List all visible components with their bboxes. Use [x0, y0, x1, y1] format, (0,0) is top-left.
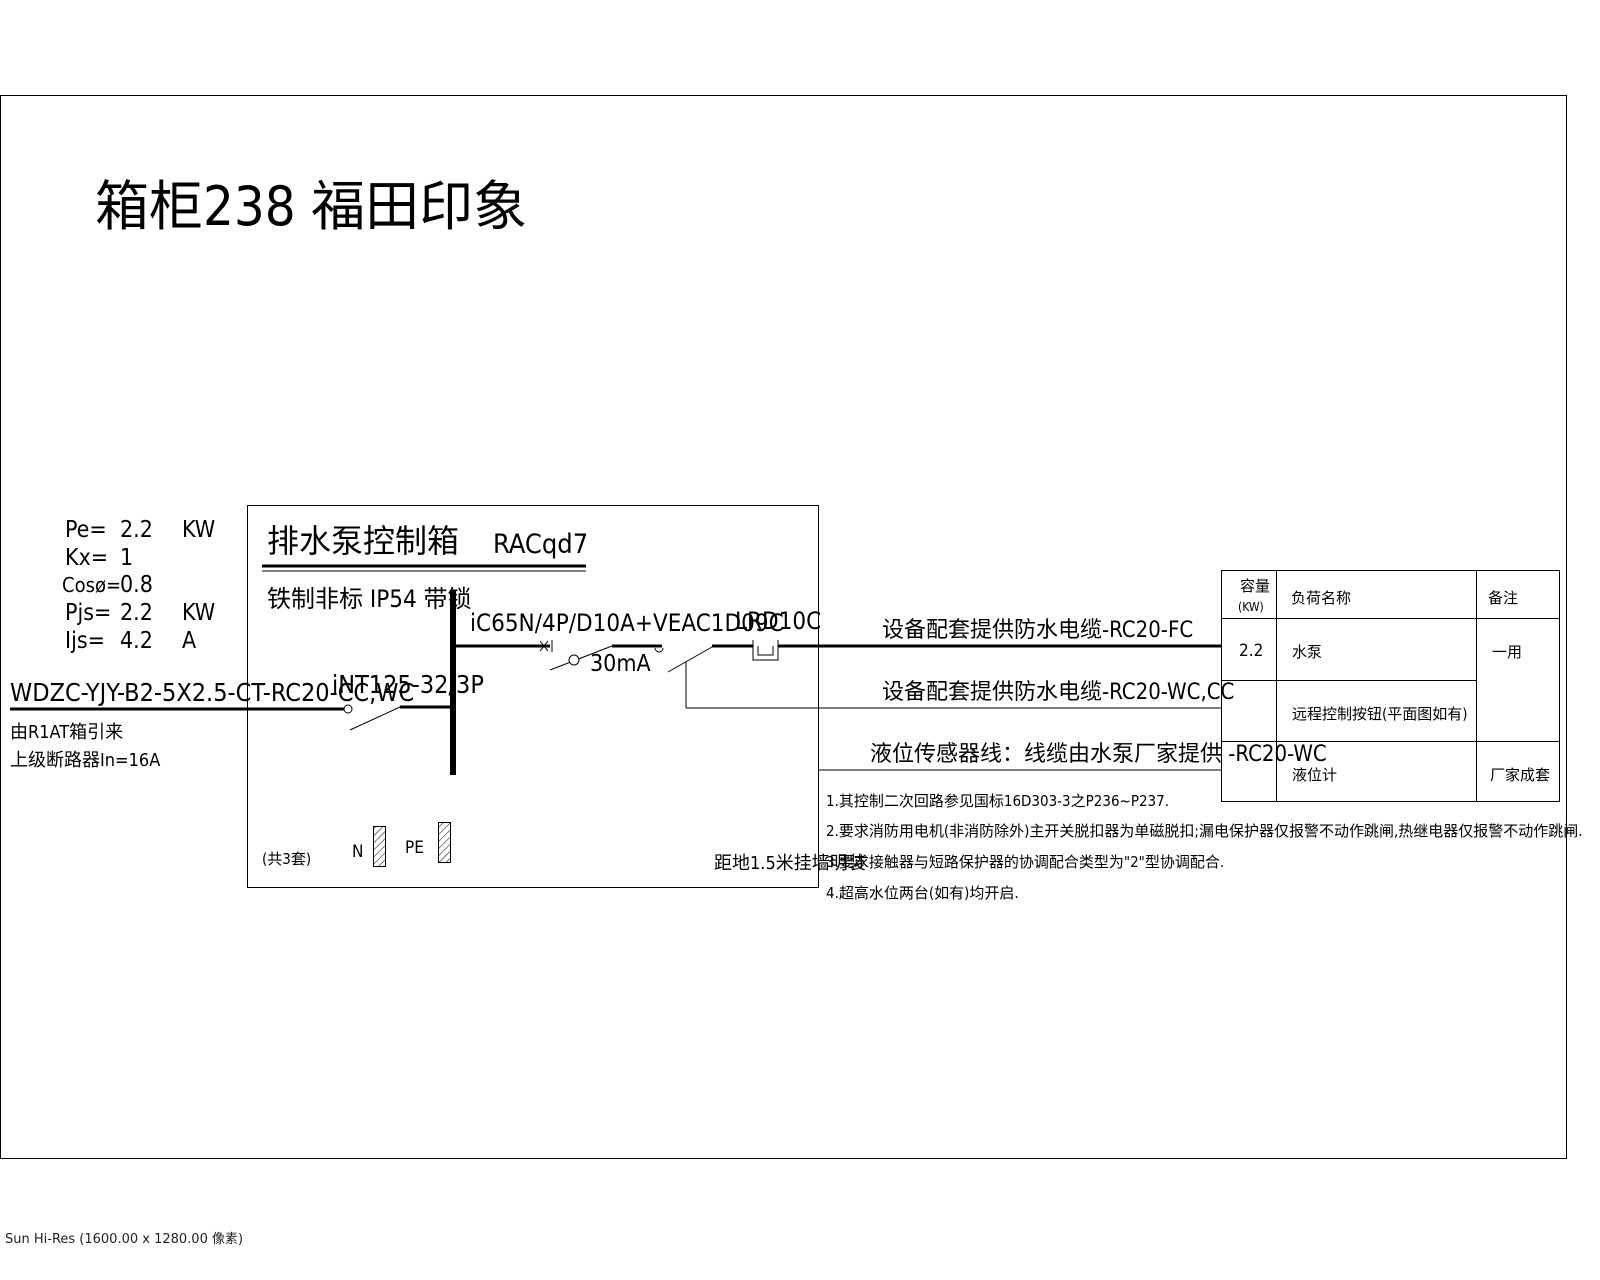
control-box-outline: [247, 505, 819, 888]
drawing-title: 箱柜238 福田印象: [95, 175, 527, 238]
load-table: [1221, 570, 1560, 802]
main-breaker-label: iNT125-32/3P: [332, 670, 484, 699]
incoming-source: 由R1AT箱引来: [10, 722, 123, 743]
param-label: Pjs=: [65, 600, 111, 626]
breaker-contact-icon: [343, 704, 353, 714]
param-unit: KW: [182, 600, 215, 626]
table-header-note: 备注: [1488, 589, 1518, 607]
table-cell-name: 远程控制按钮(平面图如有): [1292, 705, 1468, 723]
rcd-label: 30mA: [590, 651, 651, 677]
param-label: Pe=: [65, 517, 107, 543]
branch-breaker-label: iC65N/4P/D10A+VEAC1D09C: [470, 609, 784, 637]
note: 3.要求接触器与短路保护器的协调配合类型为"2"型协调配合.: [826, 853, 1224, 871]
param-value: 2.2: [120, 517, 153, 543]
table-cell-note: 厂家成套: [1490, 766, 1550, 784]
viewer-status: Sun Hi-Res (1600.00 x 1280.00 像素): [5, 1232, 244, 1247]
note: 2.要求消防用电机(非消防除外)主开关脱扣器为单磁脱扣;漏电保护器仅报警不动作跳…: [826, 822, 1583, 840]
relay-label: LRD10C: [735, 607, 821, 635]
pe-terminal-icon: [438, 822, 451, 863]
box-quantity: (共3套): [262, 850, 311, 868]
n-terminal-icon: [373, 826, 386, 867]
thermal-relay-icon: [757, 646, 774, 656]
note: 1.其控制二次回路参见国标16D303-3之P236~P237.: [826, 792, 1169, 810]
param-value: 1: [120, 545, 133, 571]
breaker-x-mark-icon: [539, 640, 549, 652]
param-value: 2.2: [120, 600, 153, 626]
box-spec: 铁制非标 IP54 带锁: [267, 585, 472, 613]
outgoing-label: 设备配套提供防水电缆-RC20-FC: [882, 618, 1193, 643]
incoming-cable-label: WDZC-YJY-B2-5X2.5-CT-RC20-CC,WC: [10, 678, 414, 707]
table-header-name: 负荷名称: [1291, 589, 1351, 607]
table-header-capacity: 容量: [1240, 577, 1270, 595]
table-cell-name: 水泵: [1292, 643, 1322, 661]
table-cell-note: 一用: [1492, 643, 1522, 661]
param-label: Cosø=: [62, 573, 121, 597]
contactor-switch-icon: [667, 646, 713, 673]
table-cell-capacity: 2.2: [1239, 641, 1263, 661]
drawing-frame: [0, 95, 1567, 1159]
box-code: RACqd7: [493, 529, 588, 560]
thermal-relay-icon: [752, 640, 779, 661]
note: 4.超高水位两台(如有)均开启.: [826, 884, 1019, 902]
param-label: Ijs=: [65, 628, 105, 654]
load-table-text: 容量 (KW) 负荷名称 备注 2.2 水泵 一用 远程控制按钮(平面图如有) …: [1238, 577, 1550, 784]
load-parameters: Pe= 2.2 KW Kx= 1 Cosø= 0.8 Pjs= 2.2 KW I…: [62, 517, 215, 654]
rcd-icon: [568, 654, 580, 666]
table-cell-name: 液位计: [1292, 766, 1337, 784]
notes: 1.其控制二次回路参见国标16D303-3之P236~P237. 2.要求消防用…: [826, 792, 1583, 902]
outgoing-label: 液位传感器线：线缆由水泵厂家提供 -RC20-WC: [870, 742, 1327, 767]
param-unit: KW: [182, 517, 215, 543]
box-name: 排水泵控制箱: [267, 522, 459, 560]
n-terminal-label: N: [352, 842, 363, 862]
main-breaker-switch-icon: [349, 706, 401, 731]
pe-terminal-label: PE: [405, 838, 424, 858]
param-value: 0.8: [120, 572, 153, 598]
param-value: 4.2: [120, 628, 153, 654]
outgoing-label: 设备配套提供防水电缆-RC20-WC,CC: [882, 680, 1234, 705]
upstream-breaker: 上级断路器In=16A: [10, 750, 160, 771]
install-note: 距地1.5米挂墙明装: [714, 853, 866, 874]
contactor-contact-icon: [654, 647, 664, 653]
table-header-unit: (KW): [1238, 600, 1264, 614]
param-unit: A: [182, 628, 196, 654]
branch-breaker-switch-icon: [549, 645, 613, 671]
param-label: Kx=: [65, 545, 108, 571]
